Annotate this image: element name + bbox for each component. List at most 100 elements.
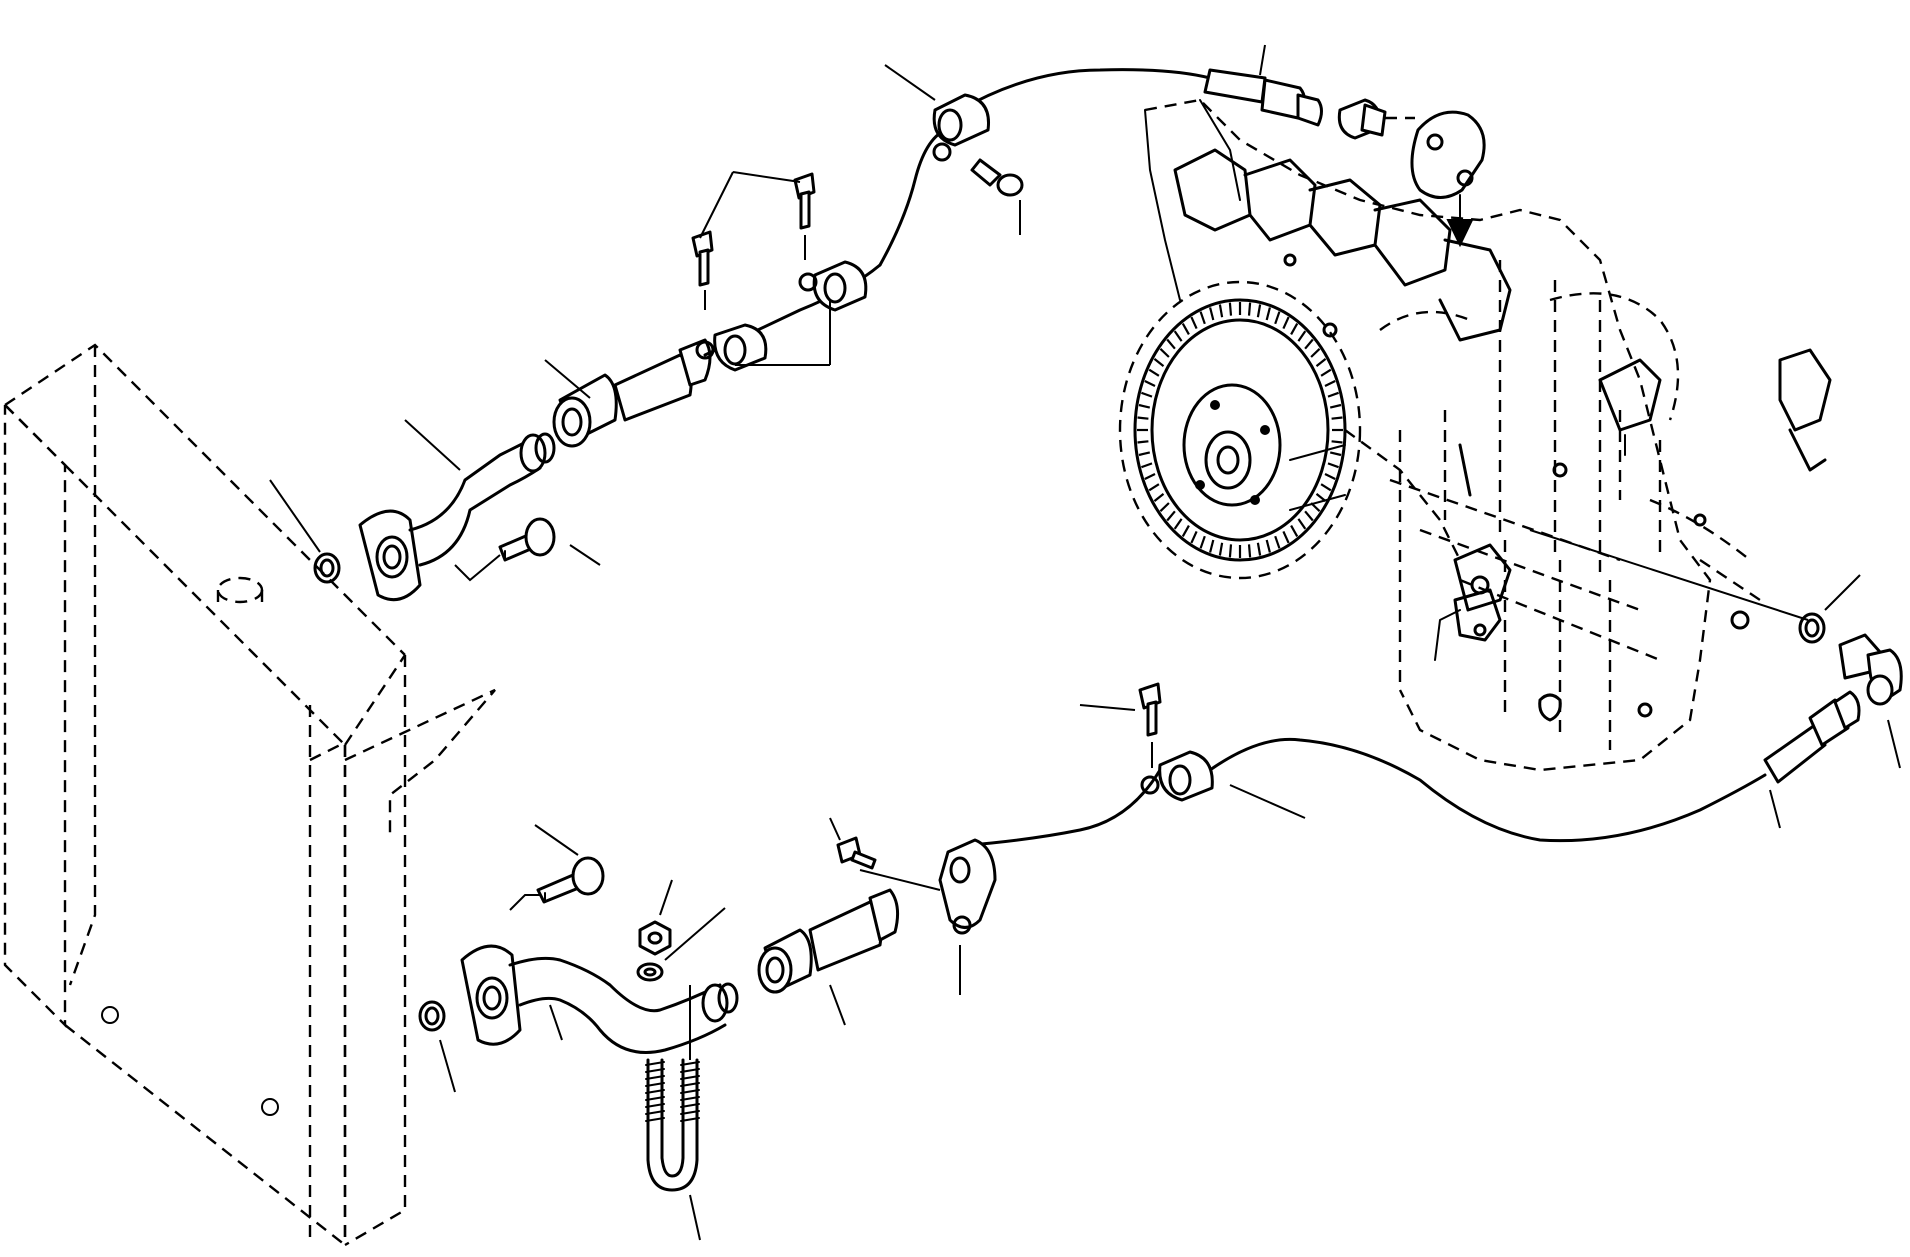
thread-mark bbox=[680, 1061, 700, 1066]
flywheel-tooth bbox=[1199, 535, 1206, 549]
flywheel-tooth bbox=[1141, 462, 1153, 469]
flywheel-tooth bbox=[1265, 307, 1271, 321]
u-bolt-nut bbox=[638, 879, 673, 956]
thread-mark bbox=[645, 1075, 665, 1080]
radiator-outline bbox=[3, 343, 496, 1247]
flywheel-tooth bbox=[1320, 483, 1332, 492]
flywheel-tooth bbox=[1228, 302, 1233, 316]
upper-adapter-fitting bbox=[1337, 98, 1415, 140]
flywheel-tooth bbox=[1166, 510, 1176, 522]
flywheel-tooth bbox=[1290, 525, 1299, 537]
thread-mark bbox=[680, 1075, 700, 1080]
thread-mark bbox=[645, 1096, 665, 1101]
upper-hose-end-fitting bbox=[1203, 68, 1323, 127]
flywheel-tooth bbox=[1274, 311, 1281, 325]
flywheel-tooth bbox=[1297, 518, 1307, 530]
flywheel-tooth bbox=[1282, 530, 1290, 544]
flywheel-tooth bbox=[1209, 539, 1215, 553]
flywheel-tooth bbox=[1256, 542, 1262, 556]
thread-mark bbox=[680, 1082, 700, 1087]
flywheel-tooth bbox=[1144, 473, 1156, 480]
flywheel-tooth bbox=[1297, 330, 1307, 342]
flywheel-tooth bbox=[1209, 307, 1215, 321]
u-bolt-washer bbox=[636, 907, 726, 982]
flywheel-tooth bbox=[1304, 510, 1314, 522]
thread-mark bbox=[680, 1068, 700, 1073]
thread-mark bbox=[645, 1089, 665, 1094]
lower-elbow-fitting bbox=[1838, 633, 1903, 769]
flywheel-tooth bbox=[1181, 323, 1190, 335]
flywheel-tooth bbox=[1138, 451, 1151, 457]
flywheel-tooth bbox=[1190, 316, 1198, 330]
thread-mark bbox=[680, 1096, 700, 1101]
lower-hose-end-fitting bbox=[1763, 690, 1861, 829]
flywheel-tooth bbox=[1138, 403, 1151, 409]
flywheel-tooth bbox=[1148, 483, 1160, 492]
flywheel-tooth bbox=[1141, 391, 1153, 398]
lower-union-fitting bbox=[757, 888, 900, 1026]
thread-mark bbox=[645, 1068, 665, 1073]
thread-mark bbox=[645, 1103, 665, 1108]
flywheel-tooth bbox=[1290, 323, 1299, 335]
thread-mark bbox=[680, 1089, 700, 1094]
transmission-port-flange bbox=[1410, 110, 1486, 248]
lower-o-ring bbox=[418, 1000, 456, 1093]
flywheel-tooth bbox=[1228, 544, 1233, 558]
flywheel-tooth bbox=[1137, 416, 1149, 420]
flywheel-tooth bbox=[1153, 493, 1165, 502]
u-bolt bbox=[645, 985, 701, 1241]
transmission-housing bbox=[1118, 98, 1832, 772]
flywheel-tooth bbox=[1304, 338, 1314, 350]
flywheel-tooth bbox=[1274, 535, 1281, 549]
lower-cooler-tube bbox=[460, 944, 739, 1054]
flywheel-tooth bbox=[1166, 338, 1176, 350]
flywheel-tooth bbox=[1324, 380, 1336, 387]
thread-mark bbox=[645, 1082, 665, 1087]
flywheel-tooth bbox=[1218, 304, 1224, 318]
flywheel-tooth bbox=[1256, 304, 1262, 318]
thread-mark bbox=[680, 1103, 700, 1108]
flywheel-tooth bbox=[1315, 358, 1327, 367]
flywheel-tooth bbox=[1173, 518, 1183, 530]
upper-flange-bolt bbox=[454, 517, 556, 582]
lower-hose bbox=[968, 737, 1767, 847]
upper-o-ring bbox=[313, 552, 341, 584]
thread-mark bbox=[645, 1117, 665, 1122]
flywheel-tooth bbox=[1320, 368, 1332, 377]
flywheel-tooth bbox=[1265, 539, 1271, 553]
flywheel-tooth bbox=[1331, 416, 1343, 420]
flywheel-tooth bbox=[1173, 330, 1183, 342]
thread-mark bbox=[645, 1110, 665, 1115]
lower-flange-bolt bbox=[509, 824, 605, 911]
flywheel-tooth bbox=[1190, 530, 1198, 544]
flywheel-tooth bbox=[1218, 542, 1224, 556]
thread-mark bbox=[680, 1110, 700, 1115]
flywheel-tooth bbox=[1159, 348, 1170, 358]
flywheel-tooth bbox=[1324, 473, 1336, 480]
upper-clamp-bolts bbox=[691, 158, 1024, 310]
lower-clamp-bolts bbox=[829, 682, 1306, 995]
upper-union-fitting bbox=[552, 338, 712, 448]
upper-cooler-tube bbox=[358, 432, 556, 602]
flywheel-tooth bbox=[1331, 440, 1343, 444]
flywheel-tooth bbox=[1329, 403, 1342, 409]
flywheel-tooth bbox=[1327, 462, 1339, 469]
thread-mark bbox=[645, 1061, 665, 1066]
flywheel-tooth bbox=[1153, 358, 1165, 367]
flywheel-tooth bbox=[1327, 391, 1339, 398]
lower-hose-clamps bbox=[938, 750, 1214, 935]
flywheel-tooth bbox=[1199, 311, 1206, 325]
flywheel-tooth bbox=[1159, 502, 1170, 512]
lower-o-ring-transmission bbox=[1798, 574, 1861, 644]
flywheel-tooth bbox=[1137, 440, 1149, 444]
flywheel-tooth bbox=[1144, 380, 1156, 387]
flywheel-tooth bbox=[1148, 368, 1160, 377]
flywheel-tooth bbox=[1181, 525, 1190, 537]
callout-leaders bbox=[269, 44, 1266, 566]
flywheel-tooth bbox=[1247, 302, 1252, 316]
flywheel-tooth bbox=[1310, 348, 1321, 358]
flywheel-tooth bbox=[1282, 316, 1290, 330]
flywheel-tooth bbox=[1247, 544, 1252, 558]
upper-hose-clamps bbox=[695, 93, 991, 372]
